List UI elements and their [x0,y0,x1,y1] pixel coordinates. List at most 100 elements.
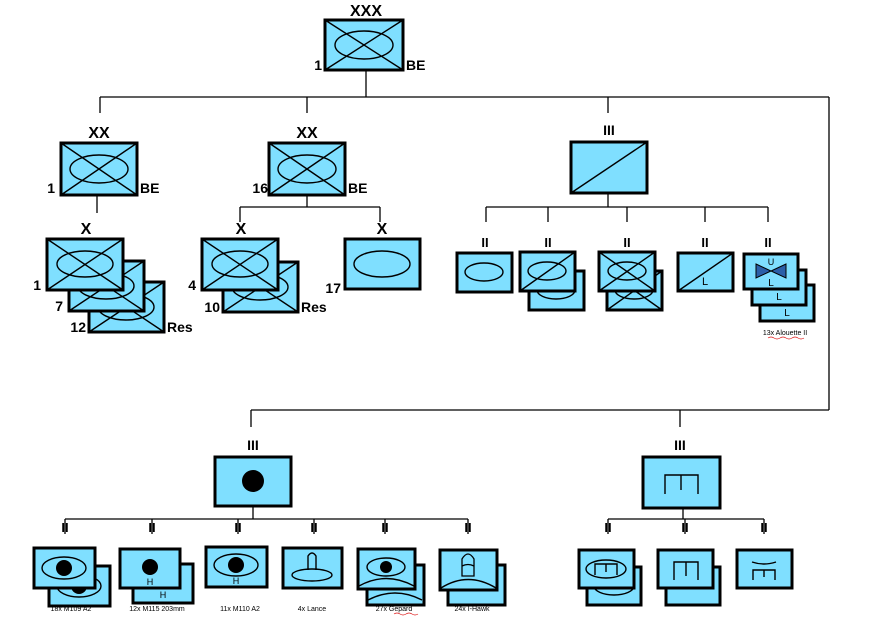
brigade-group-a-echelon: X [81,221,92,238]
artillery-battalion-ihawk[interactable]: II 24x I-Hawk [438,520,507,613]
aviation-echelon: III [603,122,615,138]
artillery-bn-3-echelon: II [234,520,241,535]
armored-engineer-icon [585,559,627,579]
corps-nation: BE [406,57,425,73]
aviation-bn-2-echelon: II [544,235,551,250]
liaison-letter: L [702,276,708,288]
infantry-armor-icon [324,19,404,71]
rotor-wing-left-icon [755,263,773,279]
division-16-nation: BE [348,180,367,196]
m115-letter: H [147,577,154,587]
aviation-diagonal-icon [570,141,648,194]
aviation-battalion-2[interactable]: II [518,235,586,312]
brigade-10-number: 10 [204,299,220,315]
artillery-bn-6-echelon: II [464,520,471,535]
org-connector-lines [64,70,830,534]
armor-icon [353,250,411,278]
brigade-17[interactable]: X 17 [325,221,422,296]
artillery-battalion-m110[interactable]: II H 11x M110 A2 [204,520,269,613]
engineer-bn-2-echelon: II [681,520,688,535]
division-1-nation: BE [140,180,159,196]
lance-symbol [281,546,344,590]
brigades-4-10[interactable]: X 4 10 Res [188,221,327,315]
engineer-battalion-2[interactable]: II [656,520,722,607]
helicopter-top-letter: U [768,257,775,267]
m115-caption: 12x M115 203mm [129,606,185,613]
helicopter-caption: 13x Alouette II [763,330,807,337]
m110-letter: H [233,576,240,586]
artillery-battalion-gepard[interactable]: II 27x Gepard [356,520,426,616]
engineer-regiment[interactable]: III [641,437,722,510]
spellcheck-underline [393,612,419,616]
engineer-icon [664,474,699,494]
brigade-10-reserve: Res [301,299,327,315]
brigades-1-7-12[interactable]: X 1 7 12 Res [33,221,193,335]
air-defense-arc-icon [367,592,423,601]
artillery-regiment[interactable]: III [213,437,293,508]
division-16-echelon: XX [296,125,318,142]
aviation-bn-1-echelon: II [481,235,488,250]
helicopter-mid-letter: L [776,292,782,303]
spellcheck-underline [767,336,805,340]
artillery-bn-2-echelon: II [148,520,155,535]
brigade-17-symbol [343,237,422,291]
aviation-bn-3-echelon: II [623,235,630,250]
m115-back-letter: H [160,590,167,600]
ihawk-caption: 24x I-Hawk [454,606,490,613]
engineer-bn-3-echelon: II [760,520,767,535]
corps-unit[interactable]: XXX 1 BE [314,3,425,73]
bridging-engineer-symbol [735,548,794,590]
rotor-wing-right-icon [769,263,787,279]
aviation-helicopter-battalion[interactable]: II L L U L 13x Alouette II [742,235,816,340]
corps-echelon: XXX [350,3,382,20]
armor-icon [464,262,504,282]
engineer-echelon: III [674,437,686,453]
engineer-bn-1-echelon: II [604,520,611,535]
engineer-battalion-armored[interactable]: II [577,520,643,607]
aviation-regiment[interactable]: III [569,122,649,195]
lance-caption: 4x Lance [298,606,327,613]
m109-caption: 18x M109 A2 [51,606,92,613]
aviation-liaison-battalion[interactable]: II L [676,235,735,293]
armored-recon-icon [519,251,576,292]
artillery-battalion-m115[interactable]: II H H 12x M115 203mm [118,520,195,613]
air-defense-missile-icon [440,553,497,589]
helicopter-back-letter: L [784,308,790,319]
engineer-icon [673,561,699,580]
artillery-battalion-lance[interactable]: II 4x Lance [281,520,344,613]
artillery-regiment-symbol [213,455,293,508]
self-propelled-artillery-icon [213,553,259,577]
artillery-dot-icon [242,470,264,492]
brigade-7-number: 7 [55,298,63,314]
gepard-caption: 27x Gepard [376,606,413,613]
aviation-battalion-3[interactable]: II [597,235,664,312]
division-1-echelon: XX [88,125,110,142]
artillery-bn-1-echelon: II [61,520,68,535]
artillery-echelon: III [247,437,259,453]
infantry-armor-icon [201,238,279,291]
aviation-bn-4-echelon: II [701,235,708,250]
infantry-armor-icon [598,251,656,292]
brigade-1-number: 1 [33,277,41,293]
infantry-armor-icon [60,142,138,196]
infantry-armor-icon [46,238,124,291]
division-1[interactable]: XX 1 BE [47,125,159,197]
aviation-battalion-1[interactable]: II [455,235,514,294]
missile-launcher-icon [291,552,333,582]
helicopter-front-letter: L [768,278,774,289]
infantry-armor-icon [268,142,346,196]
corps-number: 1 [314,57,322,73]
artillery-dot-icon [142,559,158,575]
artillery-bn-5-echelon: II [381,520,388,535]
artillery-battalion-m109[interactable]: II 18x M109 A2 [32,520,112,613]
brigade-4-number: 4 [188,277,196,293]
engineer-battalion-bridging[interactable]: II [735,520,794,590]
self-propelled-artillery-icon [41,556,87,580]
brigade-17-number: 17 [325,280,341,296]
brigade-17-echelon: X [377,221,388,238]
artillery-bn-4-echelon: II [310,520,317,535]
brigade-group-b-echelon: X [236,221,247,238]
bridging-engineer-icon [751,561,777,580]
recon-diagonal-icon [677,252,734,292]
division-16[interactable]: XX 16 BE [252,125,367,197]
